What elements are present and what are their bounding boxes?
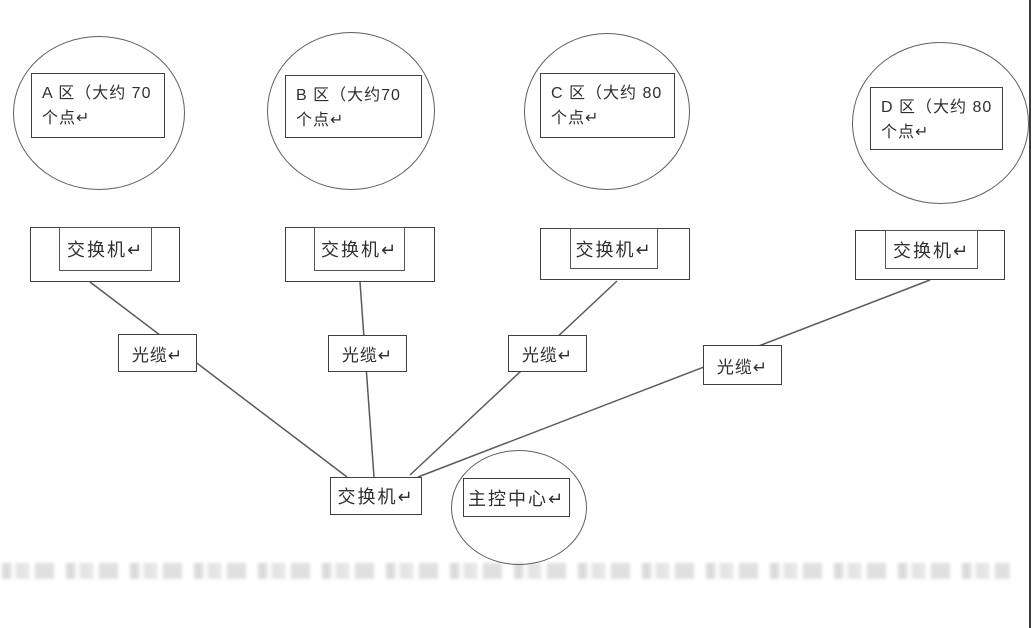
region-d-line1: D 区（大约 80 [881, 99, 993, 116]
central-switch-box: 交换机↵ [330, 477, 422, 515]
region-b-label-box: B 区（大约70 个点↵ [285, 75, 422, 138]
switch-b-box: 交换机↵ [314, 227, 405, 271]
cable-d-label: 光缆↵ [716, 357, 769, 377]
switch-a-outer-box: 交换机↵ [30, 227, 180, 282]
cable-a-box: 光缆↵ [118, 334, 197, 372]
link-switchD-central [417, 279, 931, 478]
region-c-label-box: C 区（大约 80 个点↵ [540, 73, 675, 138]
region-b-line1: B 区（大约70 [296, 87, 401, 104]
central-switch-label: 交换机↵ [337, 487, 415, 507]
region-a-circle [13, 36, 185, 190]
region-d-circle [852, 42, 1029, 204]
switch-a-label: 交换机↵ [66, 240, 145, 260]
cable-b-box: 光缆↵ [328, 335, 407, 372]
cable-b-label: 光缆↵ [341, 346, 394, 365]
region-a-line1: A 区（大约 70 [42, 85, 152, 102]
region-a-label-box: A 区（大约 70 个点↵ [31, 73, 165, 138]
switch-d-outer-box: 交换机↵ [855, 230, 1005, 280]
control-center-box: 主控中心↵ [463, 478, 570, 517]
switch-c-box: 交换机↵ [570, 228, 658, 269]
link-switchA-central [89, 281, 348, 478]
cable-a-label: 光缆↵ [131, 345, 184, 365]
region-c-line2: 个点↵ [551, 110, 600, 127]
switch-c-outer-box: 交换机↵ [540, 228, 690, 280]
link-switchB-central [359, 281, 375, 478]
region-b-line2: 个点↵ [296, 112, 345, 129]
switch-d-box: 交换机↵ [885, 230, 978, 269]
switch-b-label: 交换机↵ [320, 240, 399, 260]
switch-d-label: 交换机↵ [892, 240, 971, 261]
cable-c-box: 光缆↵ [508, 335, 587, 372]
region-c-circle [524, 33, 690, 190]
region-a-line2: 个点↵ [42, 110, 91, 127]
region-c-line1: C 区（大约 80 [551, 85, 663, 102]
switch-a-box: 交换机↵ [59, 227, 152, 271]
cable-d-box: 光缆↵ [703, 345, 782, 385]
region-b-circle [267, 32, 435, 190]
link-switchC-central [409, 280, 618, 476]
switch-c-label: 交换机↵ [575, 239, 653, 260]
region-d-label-box: D 区（大约 80 个点↵ [870, 87, 1003, 150]
watermark-band [2, 563, 1010, 579]
control-center-label: 主控中心↵ [467, 488, 566, 509]
cable-c-label: 光缆↵ [521, 346, 574, 365]
switch-b-outer-box: 交换机↵ [285, 227, 435, 282]
region-d-line2: 个点↵ [881, 124, 930, 141]
right-edge-strip [1029, 0, 1031, 628]
control-center-circle [451, 450, 587, 565]
